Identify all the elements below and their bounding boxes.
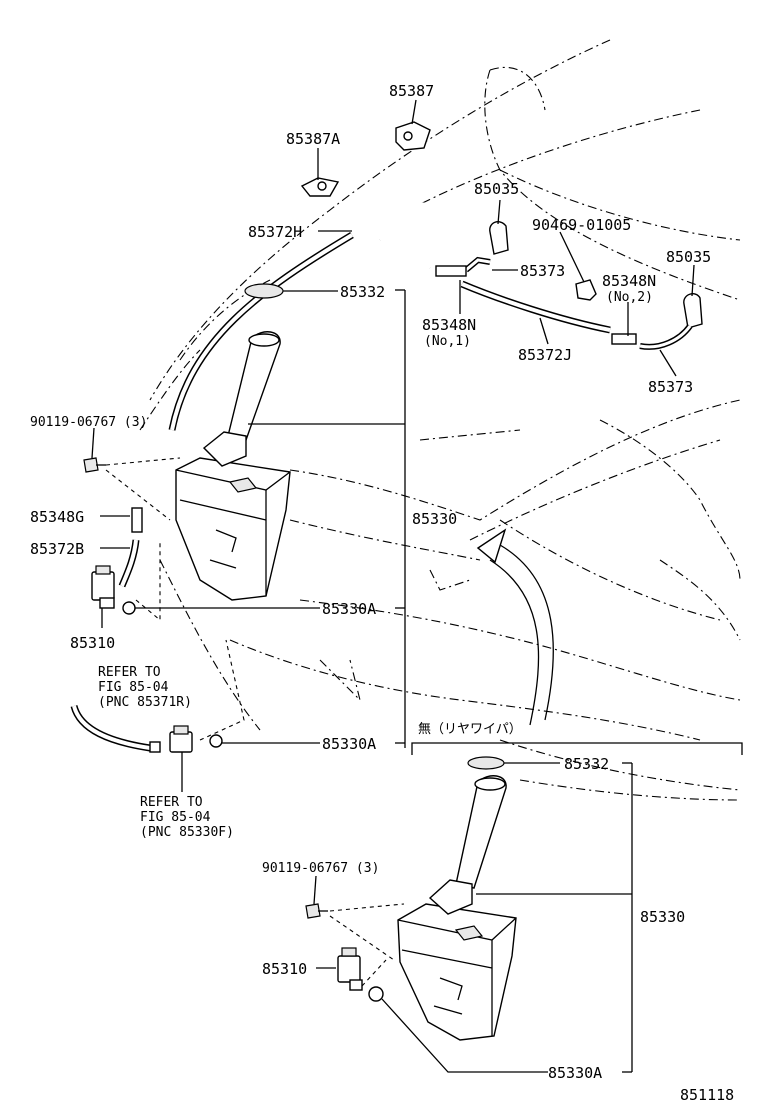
label-85330A-middle: 85330A (322, 735, 376, 753)
washer-pump-85310-lower (316, 947, 363, 991)
label-85330-lower: 85330 (640, 908, 685, 926)
refer-note-85330F-line3: (PNC 85330F) (140, 825, 234, 840)
refer-note-85371R-line2: FIG 85-04 (98, 680, 169, 695)
grommet-85330A-lower (368, 986, 548, 1073)
part-labels: 85387 85387A 85035 85372H 90469-01005 85… (30, 82, 734, 1104)
label-85373-upper: 85373 (520, 262, 565, 280)
tank-cap-85332-upper (244, 283, 338, 299)
label-85348N-no1: 85348N (422, 316, 476, 334)
label-90469-01005: 90469-01005 (532, 216, 631, 234)
joint-85348G (100, 507, 143, 533)
washer-pump-reference-85330F (169, 725, 193, 792)
label-85372H: 85372H (248, 223, 302, 241)
label-85330-upper: 85330 (412, 510, 457, 528)
washer-nozzle-85035-right (683, 264, 703, 329)
label-85330A-upper: 85330A (322, 600, 376, 618)
clip-85387 (395, 99, 431, 151)
grommet-85330A-upper (122, 601, 320, 615)
washer-nozzle-85035-left (489, 199, 509, 255)
label-85373-lower: 85373 (648, 378, 693, 396)
label-90119-lower: 90119-06767 (3) (262, 861, 379, 876)
label-85387A: 85387A (286, 130, 340, 148)
label-85310-upper: 85310 (70, 634, 115, 652)
bracket-rear-wiper (411, 742, 743, 755)
rear-wiper-note: 無（リヤワイパ） (418, 722, 522, 737)
hose-85372H (168, 202, 436, 431)
label-85387: 85387 (389, 82, 434, 100)
tank-cap-85332-lower (467, 756, 560, 770)
label-85330A-lower: 85330A (548, 1064, 602, 1082)
washer-tank-85330-lower (397, 775, 517, 1041)
direction-arrow (476, 528, 554, 726)
label-85348N-no2: 85348N (602, 272, 656, 290)
label-85372B: 85372B (30, 540, 84, 558)
grommet-85330A-middle (209, 734, 320, 748)
label-no2: (No,2) (606, 290, 653, 305)
label-85332-upper: 85332 (340, 283, 385, 301)
figure-number: 851118 (680, 1086, 734, 1104)
label-no1: (No,1) (424, 334, 471, 349)
clip-85387A (300, 148, 340, 197)
label-90119-upper: 90119-06767 (3) (30, 415, 147, 430)
clip-90469-01005 (559, 231, 597, 301)
refer-note-85371R-line1: REFER TO (98, 665, 161, 680)
washer-pump-85310-upper (91, 565, 115, 628)
bracket-lower-85330 (476, 762, 633, 1073)
refer-note-85330F-line2: FIG 85-04 (140, 810, 211, 825)
hose-reference-85371R (70, 704, 161, 753)
label-85310-lower: 85310 (262, 960, 307, 978)
bolt-90119-lower (305, 875, 328, 919)
refer-note-85330F-line1: REFER TO (140, 795, 203, 810)
label-85332-lower: 85332 (564, 755, 609, 773)
washer-tank-85330-upper (175, 331, 291, 601)
label-85035-left: 85035 (474, 180, 519, 198)
bracket-upper-85330 (248, 289, 406, 748)
hose-assembly-85372J (435, 256, 693, 377)
label-85372J: 85372J (518, 346, 572, 364)
label-85035-right: 85035 (666, 248, 711, 266)
vehicle-body-outline (139, 39, 741, 801)
refer-note-85371R-line3: (PNC 85371R) (98, 695, 192, 710)
hose-85372B (100, 539, 140, 588)
label-85348G: 85348G (30, 508, 84, 526)
bolt-90119-upper (83, 427, 106, 473)
